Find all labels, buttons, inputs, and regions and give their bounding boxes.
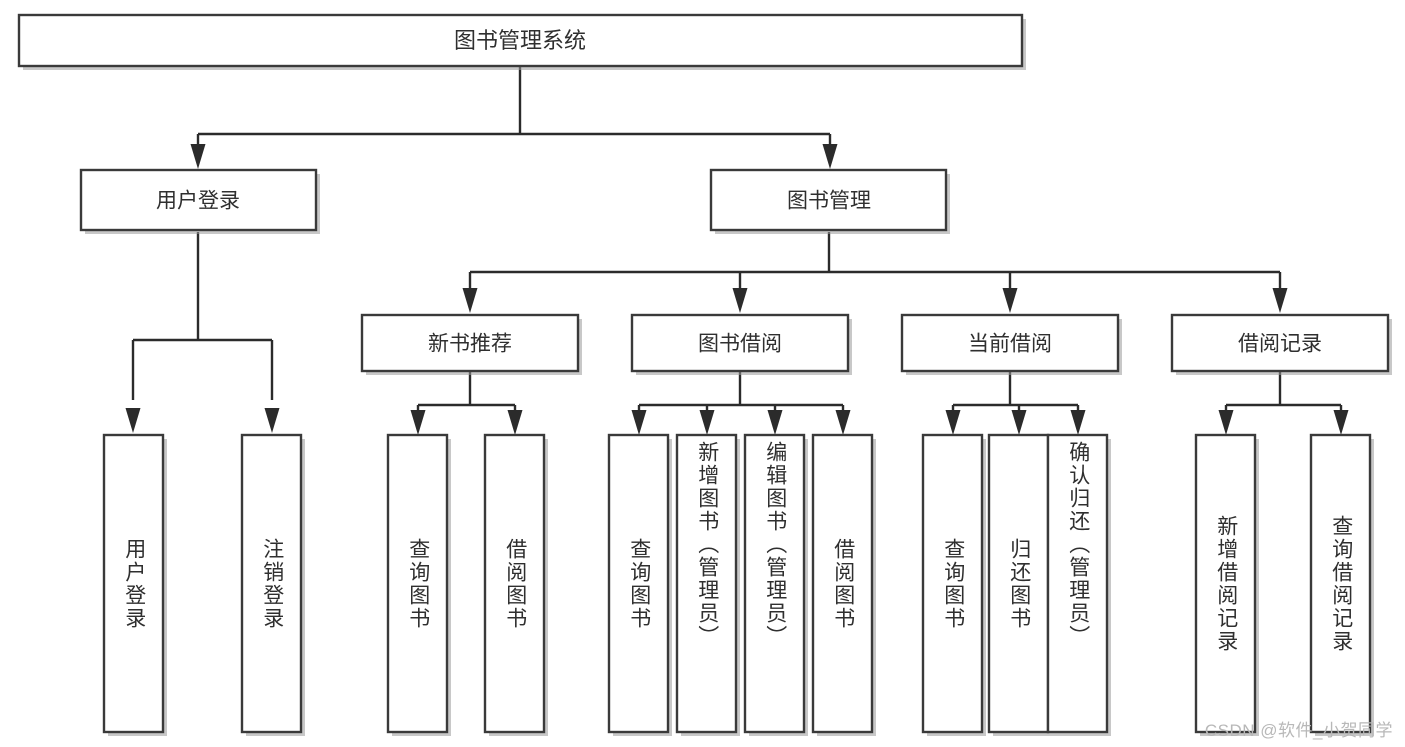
node-book-borrow-label: 图书借阅 xyxy=(698,333,782,356)
arrow-icon-borrow-4 xyxy=(835,410,851,435)
arrow-icon-newbook-2 xyxy=(507,410,523,435)
arrow-icon-userlogin-2 xyxy=(264,408,280,433)
node-root-box[interactable] xyxy=(17,13,1024,68)
arrow-icon-root-1 xyxy=(190,144,206,169)
node-book-borrow-box[interactable] xyxy=(630,313,850,373)
leaf-box-add-book[interactable] xyxy=(675,433,738,734)
connector-group-book-manage xyxy=(462,232,1288,313)
arrow-icon-borrow-2 xyxy=(699,410,715,435)
leaf-box-add-record[interactable] xyxy=(1194,433,1257,734)
arrow-icon-currentborrow-1 xyxy=(945,410,961,435)
leaf-box-edit-book[interactable] xyxy=(743,433,806,734)
node-current-borrow-label: 当前借阅 xyxy=(968,333,1052,356)
node-user-login-box[interactable] xyxy=(79,168,318,232)
node-user-login-label: 用户登录 xyxy=(156,190,240,213)
connector-group-new-book xyxy=(410,372,523,435)
node-current-borrow[interactable]: 当前借阅 xyxy=(900,313,1122,375)
node-new-book-recommend-box[interactable] xyxy=(360,313,580,373)
node-borrow-record-box[interactable] xyxy=(1170,313,1390,373)
node-book-borrow[interactable]: 图书借阅 xyxy=(630,313,852,375)
node-new-book-recommend[interactable]: 新书推荐 xyxy=(360,313,582,375)
arrow-icon-currentborrow-2 xyxy=(1011,410,1027,435)
node-current-borrow-box[interactable] xyxy=(900,313,1120,373)
connector-group-root xyxy=(190,66,838,169)
arrow-icon-bookmanage-2 xyxy=(732,288,748,313)
connector-group-current-borrow xyxy=(945,372,1086,435)
connector-group-record xyxy=(1218,372,1349,435)
node-new-book-recommend-label: 新书推荐 xyxy=(428,333,512,356)
arrow-icon-bookmanage-1 xyxy=(462,288,478,313)
arrow-icon-bookmanage-3 xyxy=(1002,288,1018,313)
node-borrow-record[interactable]: 借阅记录 xyxy=(1170,313,1392,375)
leaf-box-confirm-return[interactable] xyxy=(1046,433,1109,734)
node-root[interactable]: 图书管理系统 xyxy=(17,13,1026,70)
arrow-icon-record-1 xyxy=(1218,410,1234,435)
leaf-box-borrow-book-1[interactable] xyxy=(483,433,546,734)
node-book-manage-box[interactable] xyxy=(709,168,948,232)
leaf-box-borrow-book-2[interactable] xyxy=(811,433,874,734)
arrow-icon-borrow-3 xyxy=(767,410,783,435)
node-borrow-record-label: 借阅记录 xyxy=(1238,333,1322,356)
arrow-icon-bookmanage-4 xyxy=(1272,288,1288,313)
leaf-box-query-record[interactable] xyxy=(1309,433,1372,734)
leaf-box-logout[interactable] xyxy=(240,433,303,734)
arrow-icon-userlogin-1 xyxy=(125,408,141,433)
node-root-label: 图书管理系统 xyxy=(454,28,586,53)
node-book-manage[interactable]: 图书管理 xyxy=(709,168,950,234)
leaf-box-group xyxy=(102,433,1374,736)
leaf-box-return-book[interactable] xyxy=(987,433,1050,734)
node-user-login[interactable]: 用户登录 xyxy=(79,168,320,234)
node-book-manage-label: 图书管理 xyxy=(787,190,871,213)
arrow-icon-record-2 xyxy=(1333,410,1349,435)
leaf-box-query-book-2[interactable] xyxy=(607,433,670,734)
leaf-box-query-book-1[interactable] xyxy=(386,433,449,734)
connector-group-user-login xyxy=(125,232,280,433)
arrow-icon-currentborrow-3 xyxy=(1070,410,1086,435)
arrow-icon-borrow-1 xyxy=(631,410,647,435)
connector-group-borrow xyxy=(631,372,851,435)
leaf-box-user-login[interactable] xyxy=(102,433,165,734)
watermark-text: CSDN @软件_小贺同学 xyxy=(1204,721,1393,740)
arrow-icon-root-2 xyxy=(822,144,838,169)
leaf-box-query-book-3[interactable] xyxy=(921,433,984,734)
arrow-icon-newbook-1 xyxy=(410,410,426,435)
